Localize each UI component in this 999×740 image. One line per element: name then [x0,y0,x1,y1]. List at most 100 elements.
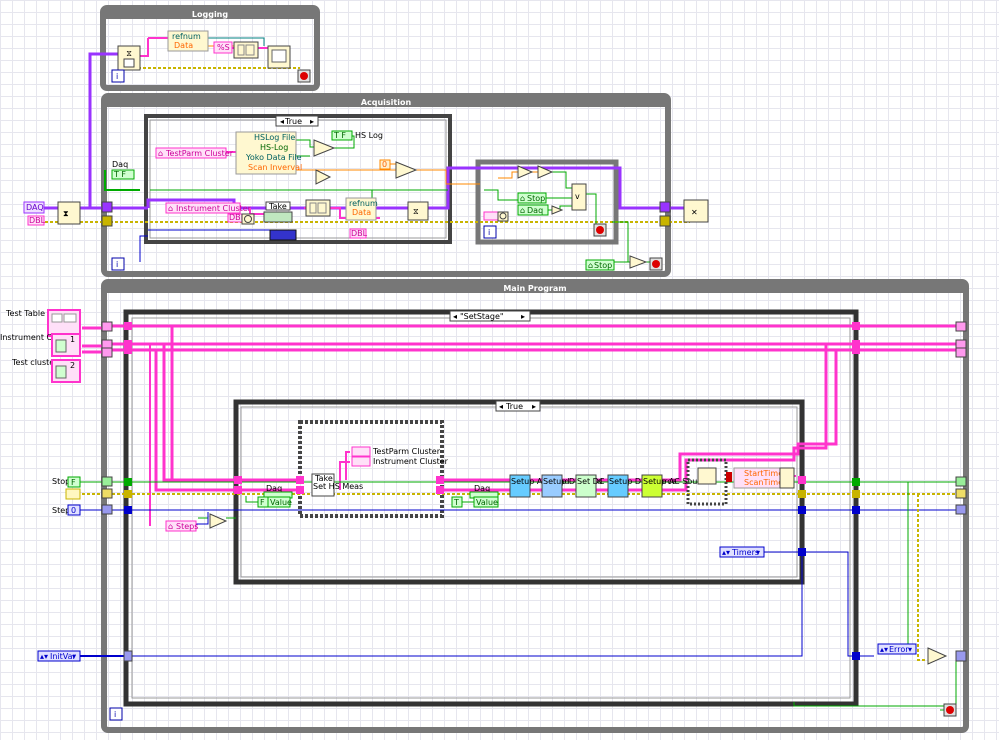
acquisition-stop-icon[interactable] [649,257,663,271]
wait-ms-icon[interactable] [241,213,255,225]
stop-local-label: Stop [527,194,545,203]
svg-text:⌂: ⌂ [168,204,173,213]
main-case-selector[interactable]: ◂ "SetStage" ▸ [449,310,531,322]
instrument-cluster-local[interactable]: ⌂ Instrument Cluster [165,202,252,214]
format-string-constant[interactable]: %S [213,41,233,54]
acquisition-tunnel-left [101,201,113,227]
timer-bundle-node: StartTime ScanTime [726,467,795,489]
step-control[interactable]: Step 0 [52,504,81,516]
subtract-icon[interactable] [517,165,534,179]
daq-local-label: Daq [527,206,543,215]
svg-text:▾: ▾ [72,652,76,661]
instrument-cluster-control[interactable]: Instrument Cluster 1 [0,333,81,357]
increment-icon[interactable] [315,169,332,185]
logging-stop-icon[interactable] [297,69,311,83]
take-subvi-node[interactable]: Take [263,201,293,223]
timer-sequence-frame [686,458,728,506]
initvar-label: InitVar [50,652,77,661]
format-string-label: %S [217,43,230,52]
step-const-label: 0 [71,506,76,515]
compound-or-icon[interactable]: v [571,183,587,211]
subvi-setup-ac-load[interactable]: Setup AC Load [509,474,569,498]
write-file-icon[interactable] [267,45,291,69]
unbundle-status-or-icon[interactable] [927,647,948,665]
take-set-hs-meas-subvi[interactable]: Take Set HS Meas [311,473,363,497]
stop-outer-local[interactable]: ⌂ Stop [585,259,615,271]
main-shift-registers-left [101,321,133,662]
inner-loop-stop-icon[interactable] [593,223,607,237]
enqueue-element-icon[interactable]: ⧖ [407,201,429,221]
daq-local-write-1[interactable]: Daq F Value [257,484,293,508]
array-to-spreadsheet-icon[interactable] [233,41,259,59]
daq-local-variable[interactable]: ⌂ Daq [517,204,549,216]
svg-text:⌂: ⌂ [520,206,525,215]
acquisition-daq-const[interactable]: T F [113,170,126,179]
test-cluster-label: Test cluster [11,358,58,367]
svg-text:⌂: ⌂ [158,149,163,158]
release-queue-icon[interactable]: ✕ [683,199,709,223]
main-loop-title: Main Program [503,284,566,293]
hs-log-constant[interactable]: T F HS Log [331,130,383,141]
cluster-index-1: 1 [70,335,75,344]
greater-equal-zero-icon[interactable] [537,165,554,179]
dequeue-element-icon[interactable]: ⧖ [117,45,141,71]
test-cluster-control[interactable]: Test cluster 2 [11,358,81,383]
daq-label-1: Daq [266,484,282,493]
cluster-index-2: 2 [70,361,75,370]
daq-label-2: Daq [474,484,490,493]
initvar-enum[interactable]: ▴▾ InitVar ▾ [37,650,81,662]
svg-text:◂: ◂ [499,402,503,411]
property-node-icon[interactable] [269,229,297,241]
zero-const-label: 0 [382,160,387,169]
build-array-icon[interactable] [305,199,331,217]
zero-constant[interactable]: 0 [379,159,391,170]
svg-text:v: v [575,192,580,201]
acq-dbl-label: DBL [229,213,246,222]
inner-case-selector[interactable]: ◂ True ▸ [495,400,541,412]
testparm-cluster-out-label: TestParm Cluster [372,447,441,456]
test-table-control[interactable]: Test Table [5,309,81,337]
stop-local-variable[interactable]: ⌂ Stop [517,192,547,204]
cluster-field-hs-log: HS-Log [260,143,288,152]
testparm-cluster-local[interactable]: ⌂ TestParm Cluster [155,147,234,159]
acq-take-label: Take [268,202,287,211]
not-icon[interactable] [551,205,564,215]
error-enum[interactable]: ▴▾ Error ▾ [877,643,917,655]
or-function-icon[interactable] [313,139,336,157]
subvi-label-2: Set DC Relay [577,477,629,486]
step-control-label: Step [52,506,70,515]
acquisition-case-selector[interactable]: ◂ True ▸ [275,115,319,127]
daq-value-2: Value [476,498,498,507]
testparm-cluster-label: TestParm Cluster [165,149,234,158]
svg-text:◂: ◂ [453,312,457,321]
daq-dbl-label: DBL [29,216,46,225]
daq-input-control[interactable]: DAQ [23,201,45,214]
inner-case-label: True [505,402,523,411]
main-stop-icon[interactable] [943,703,957,717]
inner-dbl-constant[interactable]: DBL [349,228,368,239]
obtain-queue-icon[interactable]: ⧗ [57,201,81,225]
steps-local-variable[interactable]: ⌂ Steps [165,520,198,532]
outer-or-icon[interactable] [629,255,648,269]
cluster-field-yoko-data-file: Yoko Data File [245,153,302,162]
svg-text:⌂: ⌂ [168,522,173,531]
logging-loop-title: Logging [192,10,228,19]
subvi-setup-dc-load[interactable]: Setup DC Load [541,474,602,498]
timers-enum[interactable]: ▴▾ Timers ▾ [719,546,765,558]
stop-control[interactable]: Stop F [52,476,81,488]
daq-dbl-constant[interactable]: DBL [27,215,46,226]
greater-than-icon[interactable] [395,161,418,179]
subvi-setup-ac-source[interactable]: Setup AC Source [641,474,710,498]
main-take-label: Take [314,474,333,483]
inner-dbl-wait[interactable] [483,211,509,222]
svg-text:▾: ▾ [908,645,912,654]
svg-text:i: i [116,260,118,269]
test-table-label: Test Table [5,309,45,318]
acquisition-iteration-icon: i [111,257,125,271]
acq-instrument-cluster-label: Instrument Cluster [176,204,252,213]
subvi-set-dc-relay[interactable]: Set DC Relay [575,474,629,498]
main-case-label: "SetStage" [460,312,504,321]
less-than-icon[interactable] [209,513,228,529]
daq-local-write-2[interactable]: Daq T Value [451,484,499,508]
error-cluster-control[interactable] [65,488,81,500]
